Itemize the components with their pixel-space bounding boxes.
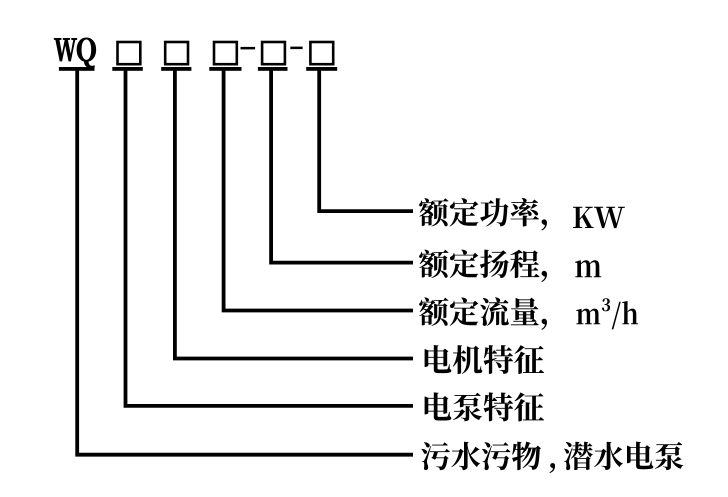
model-prefix-glyphs xyxy=(53,37,97,69)
leader-rated-head xyxy=(257,67,413,265)
label-sewage-type-text: 污水污物,潜水电泵 xyxy=(419,440,669,475)
label-rated-flow: 额定流量，m³/h xyxy=(419,296,639,331)
code-box-2 xyxy=(163,40,190,66)
code-box-1 xyxy=(116,40,142,66)
leader-pump-feature xyxy=(112,67,413,408)
leader-line-pump-feature xyxy=(123,68,413,408)
separator-dash-2 xyxy=(290,46,303,50)
label-motor-feature-glyphs xyxy=(424,345,545,374)
leader-rated-power xyxy=(306,67,413,213)
leader-line-motor-feature xyxy=(173,68,413,361)
leader-line-rated-head xyxy=(269,68,413,265)
label-pump-feature: 电泵特征 xyxy=(419,392,545,427)
code-box-4 xyxy=(260,40,287,66)
code-box-5 xyxy=(309,40,335,66)
label-rated-head-text: 额定扬程，m xyxy=(419,248,598,283)
leader-rated-flow xyxy=(209,67,413,313)
separator-dash-1 xyxy=(240,46,256,50)
leader-sewage-type xyxy=(58,67,413,457)
label-rated-flow-text: 额定流量，m³/h xyxy=(419,296,639,331)
leader-motor-feature xyxy=(161,67,413,361)
leader-line-rated-flow xyxy=(221,68,413,313)
label-motor-feature-text: 电机特征 xyxy=(419,344,539,379)
label-pump-feature-glyphs xyxy=(424,392,545,422)
labels: 额定功率，KW 额定扬程，m 额定流量，m³/h 电机特征 电泵特征 污水污物,… xyxy=(419,197,684,475)
label-rated-power-glyphs xyxy=(419,197,625,231)
code-separators xyxy=(240,46,303,50)
code-boxes xyxy=(116,40,335,66)
label-rated-power: 额定功率，KW xyxy=(419,197,625,232)
model-prefix: WQ xyxy=(53,34,107,69)
label-motor-feature: 电机特征 xyxy=(419,344,545,379)
tick-under-column-6 xyxy=(306,67,338,71)
model-prefix-text: WQ xyxy=(54,34,107,69)
label-sewage-type: 污水污物,潜水电泵 xyxy=(419,440,684,475)
leader-line-rated-power xyxy=(317,68,413,213)
label-rated-power-text: 额定功率，KW xyxy=(419,197,617,232)
leader-line-sewage-type xyxy=(75,68,413,457)
code-box-3 xyxy=(212,40,239,66)
label-rated-head-glyphs xyxy=(419,249,602,282)
tick-under-column-2 xyxy=(112,67,143,71)
label-rated-flow-glyphs xyxy=(419,297,638,330)
label-sewage-type-glyphs xyxy=(421,441,684,473)
label-rated-head: 额定扬程，m xyxy=(419,248,602,283)
label-pump-feature-text: 电泵特征 xyxy=(419,392,539,427)
leader-lines xyxy=(58,67,413,457)
